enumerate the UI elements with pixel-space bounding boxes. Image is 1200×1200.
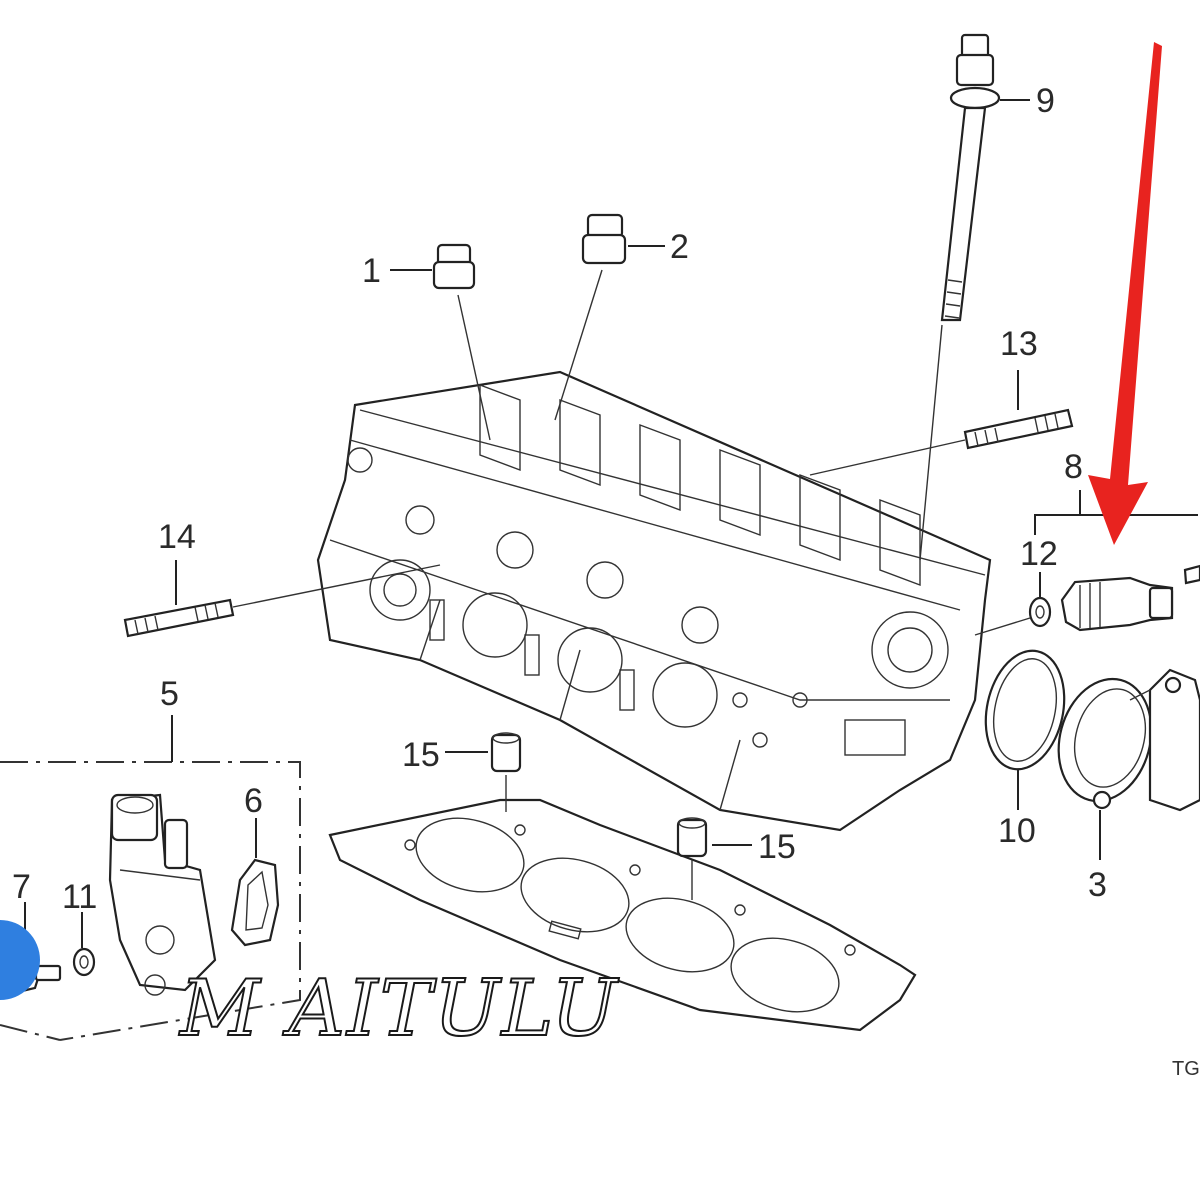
part-10-o-ring — [984, 649, 1066, 771]
callout-12: 12 — [1020, 535, 1058, 573]
watermark-text: M AITULU — [178, 964, 619, 1054]
callout-15-lower: 15 — [758, 828, 796, 866]
group-5-bracket — [0, 715, 301, 1041]
cylinder-head — [316, 370, 992, 832]
drawing-code: TG — [1172, 1058, 1200, 1080]
callout-9: 9 — [1036, 82, 1055, 120]
callout-5: 5 — [160, 675, 179, 713]
callout-6: 6 — [244, 782, 263, 820]
part-13-stud — [809, 408, 1074, 476]
callout-8: 7 — [12, 868, 31, 906]
part-12-washer — [974, 596, 1052, 636]
highlight-arrow — [1088, 42, 1162, 545]
callout-15-upper: 15 — [402, 736, 440, 774]
part-1-plug — [432, 243, 491, 441]
part-3-water-outlet — [1057, 668, 1200, 812]
blue-marker — [0, 920, 40, 1000]
callout-3: 3 — [1088, 866, 1107, 904]
callout-2: 2 — [670, 228, 689, 266]
part-5-spool-valve — [108, 793, 217, 996]
part-15-dowel-upper — [490, 732, 522, 812]
part-7-sensor — [1060, 564, 1200, 632]
callout-14: 14 — [158, 518, 196, 556]
part-9-head-bolt — [919, 33, 1001, 561]
group-7-bracket — [1034, 490, 1198, 535]
callout-7-label: 8 — [1064, 448, 1083, 486]
part-2-plug — [554, 213, 627, 421]
head-gasket — [328, 798, 917, 1032]
callout-11: 11 — [62, 878, 97, 916]
part-14-stud — [123, 564, 441, 638]
part-6-gasket — [230, 858, 280, 947]
callout-13: 13 — [1000, 325, 1038, 363]
part-15-dowel-lower — [676, 817, 708, 900]
callout-1: 1 — [362, 252, 381, 290]
callout-10: 10 — [998, 812, 1036, 850]
part-11-washer — [72, 947, 96, 977]
